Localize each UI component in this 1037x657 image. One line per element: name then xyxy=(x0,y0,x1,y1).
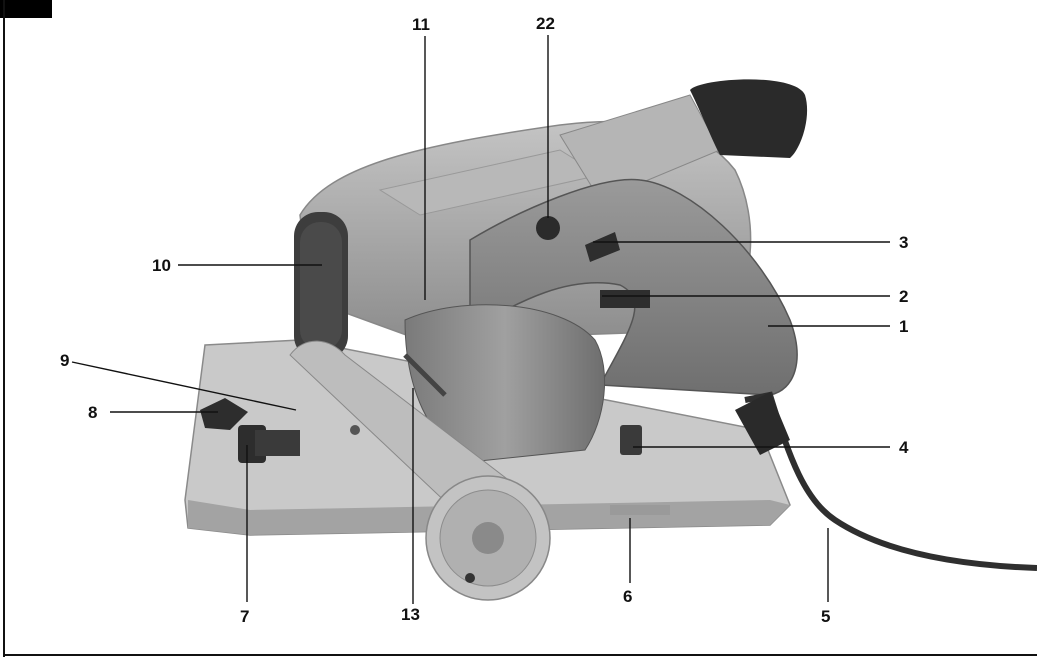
main-handle xyxy=(469,178,798,396)
callout-9: 9 xyxy=(60,351,70,370)
callout-3: 3 xyxy=(899,233,909,252)
bevel-arm xyxy=(289,340,516,526)
callout-5: 5 xyxy=(821,607,831,626)
callout-1: 1 xyxy=(899,317,909,336)
corner-marker xyxy=(0,0,52,18)
callout-13: 13 xyxy=(401,605,420,624)
leader-lines xyxy=(71,35,890,604)
callout-8: 8 xyxy=(88,403,98,422)
power-cable xyxy=(735,391,1037,571)
motor-end-cap xyxy=(425,475,551,601)
callout-4: 4 xyxy=(899,438,909,457)
callout-2: 2 xyxy=(899,287,909,306)
dust-port xyxy=(559,79,808,201)
callout-22: 22 xyxy=(536,14,555,33)
adjust-knobs xyxy=(200,398,642,463)
callout-6: 6 xyxy=(623,587,633,606)
callout-11: 11 xyxy=(412,15,430,34)
motor-housing xyxy=(404,304,606,463)
callout-10: 10 xyxy=(152,256,171,275)
front-grip xyxy=(294,212,348,360)
frame-left-rule xyxy=(3,0,5,657)
frame-bottom-rule xyxy=(3,654,1037,656)
callout-7: 7 xyxy=(240,607,250,626)
